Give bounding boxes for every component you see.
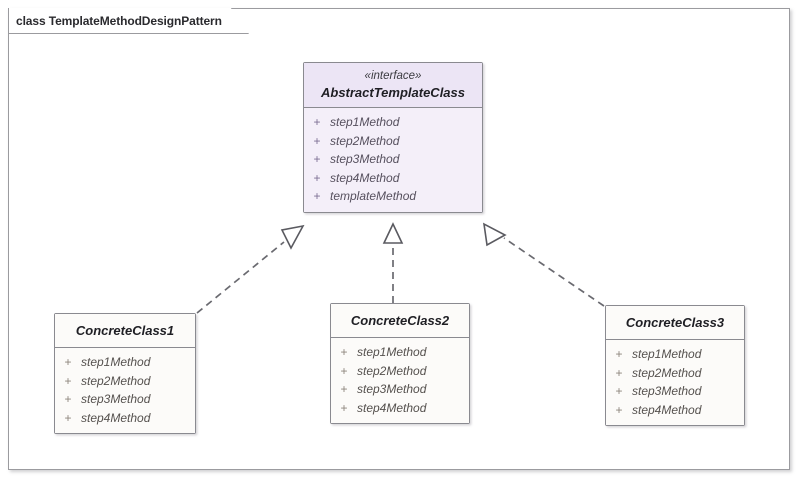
member-row: + step3Method <box>331 380 469 399</box>
class-members-concreteclass3: + step1Method + step2Method + step3Metho… <box>606 340 744 425</box>
class-header-concreteclass3: ConcreteClass3 <box>606 306 744 340</box>
member-row: + step2Method <box>606 364 744 383</box>
member-name: step2Method <box>81 373 151 388</box>
class-name-concreteclass1: ConcreteClass1 <box>75 323 175 338</box>
class-header-abstracttemplateclass: «interface» AbstractTemplateClass <box>304 63 482 108</box>
class-members-concreteclass1: + step1Method + step2Method + step3Metho… <box>55 348 195 433</box>
visibility-marker: + <box>313 133 321 148</box>
member-name: step3Method <box>330 152 400 166</box>
visibility-marker: + <box>64 392 72 406</box>
member-name: templateMethod <box>330 189 417 203</box>
member-row: + step4Method <box>606 401 744 420</box>
member-row: + step1Method <box>606 345 744 364</box>
visibility-marker: + <box>313 189 321 203</box>
member-row: + step1Method <box>55 353 195 372</box>
member-name: step3Method <box>81 392 151 406</box>
class-header-concreteclass2: ConcreteClass2 <box>331 304 469 338</box>
class-name-concreteclass3: ConcreteClass3 <box>625 315 725 330</box>
member-row: + step3Method <box>304 150 482 169</box>
member-name: step1Method <box>357 345 427 359</box>
class-stereotype: «interface» <box>364 70 422 82</box>
visibility-marker: + <box>313 152 321 166</box>
member-name: step1Method <box>330 115 400 129</box>
visibility-marker: + <box>313 115 321 129</box>
visibility-marker: + <box>340 382 348 396</box>
visibility-marker: + <box>340 345 348 359</box>
member-name: step2Method <box>632 365 702 380</box>
frame-title-label: class TemplateMethodDesignPattern <box>16 13 222 28</box>
member-row: + templateMethod <box>304 187 482 206</box>
member-name: step4Method <box>632 402 702 417</box>
member-name: step3Method <box>632 384 702 398</box>
visibility-marker: + <box>64 410 72 425</box>
visibility-marker: + <box>615 365 623 380</box>
member-name: step4Method <box>81 410 151 425</box>
visibility-marker: + <box>615 402 623 417</box>
class-box-abstracttemplateclass[interactable]: «interface» AbstractTemplateClass + step… <box>303 62 483 213</box>
class-box-concreteclass1[interactable]: ConcreteClass1 + step1Method + step2Meth… <box>54 313 196 434</box>
member-row: + step1Method <box>331 343 469 362</box>
visibility-marker: + <box>64 373 72 388</box>
visibility-marker: + <box>340 363 348 378</box>
member-row: + step4Method <box>331 399 469 418</box>
class-members-concreteclass2: + step1Method + step2Method + step3Metho… <box>331 338 469 423</box>
member-row: + step2Method <box>331 362 469 381</box>
visibility-marker: + <box>313 170 321 185</box>
member-row: + step4Method <box>55 409 195 428</box>
frame-tab-left-edge <box>8 8 9 34</box>
member-name: step1Method <box>632 347 702 361</box>
member-name: step1Method <box>81 355 151 369</box>
class-name-abstracttemplateclass: AbstractTemplateClass <box>320 85 465 100</box>
member-name: step3Method <box>357 382 427 396</box>
frame-title-tab: class TemplateMethodDesignPattern <box>8 8 249 34</box>
visibility-marker: + <box>615 347 623 361</box>
visibility-marker: + <box>615 384 623 398</box>
member-name: step4Method <box>357 400 427 415</box>
member-row: + step3Method <box>606 382 744 401</box>
visibility-marker: + <box>340 400 348 415</box>
member-row: + step4Method <box>304 169 482 188</box>
member-row: + step2Method <box>304 132 482 151</box>
member-row: + step3Method <box>55 390 195 409</box>
visibility-marker: + <box>64 355 72 369</box>
class-box-concreteclass2[interactable]: ConcreteClass2 + step1Method + step2Meth… <box>330 303 470 424</box>
member-name: step2Method <box>357 363 427 378</box>
member-row: + step2Method <box>55 372 195 391</box>
member-row: + step1Method <box>304 113 482 132</box>
class-name-concreteclass2: ConcreteClass2 <box>350 313 450 328</box>
member-name: step2Method <box>330 133 400 148</box>
member-name: step4Method <box>330 170 400 185</box>
class-box-concreteclass3[interactable]: ConcreteClass3 + step1Method + step2Meth… <box>605 305 745 426</box>
class-header-concreteclass1: ConcreteClass1 <box>55 314 195 348</box>
class-members-abstracttemplateclass: + step1Method + step2Method + step3Metho… <box>304 108 482 212</box>
